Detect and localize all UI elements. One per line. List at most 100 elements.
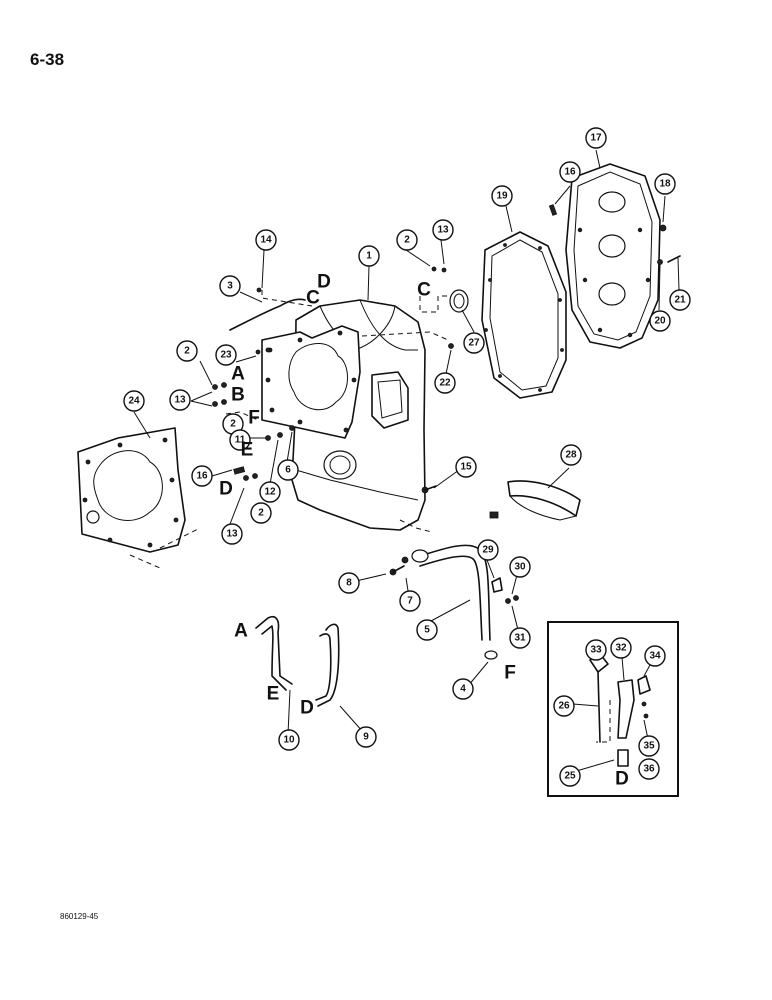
callout-35: 35 — [638, 735, 660, 757]
letter-A: A — [231, 364, 245, 385]
callout-25: 25 — [559, 765, 581, 787]
callout-4: 4 — [452, 678, 474, 700]
letter-D: D — [317, 272, 331, 293]
svg-text:C: C — [306, 288, 320, 309]
callout-13: 13 — [432, 219, 454, 241]
svg-text:3: 3 — [227, 281, 233, 292]
callout-33: 33 — [585, 639, 607, 661]
svg-text:10: 10 — [283, 735, 295, 746]
drawing-code: 860129-45 — [60, 912, 99, 921]
svg-text:18: 18 — [659, 179, 671, 190]
svg-text:14: 14 — [260, 235, 272, 246]
svg-text:A: A — [231, 364, 245, 385]
svg-text:26: 26 — [558, 701, 570, 712]
callout-24: 24 — [123, 390, 145, 412]
callout-9: 9 — [355, 726, 377, 748]
svg-text:A: A — [234, 621, 248, 642]
callout-19: 19 — [491, 185, 513, 207]
callout-11: 11 — [229, 429, 251, 451]
callout-17: 17 — [585, 127, 607, 149]
svg-text:F: F — [504, 663, 516, 684]
svg-text:16: 16 — [564, 167, 576, 178]
svg-text:22: 22 — [439, 378, 451, 389]
svg-text:D: D — [317, 272, 331, 293]
letter-B: B — [231, 385, 245, 406]
svg-text:13: 13 — [174, 395, 186, 406]
callout-16: 16 — [191, 465, 213, 487]
callout-29: 29 — [477, 539, 499, 561]
letter-F: F — [248, 408, 260, 429]
svg-text:1: 1 — [366, 251, 372, 262]
svg-text:11: 11 — [235, 435, 246, 446]
callout-20: 20 — [649, 310, 671, 332]
svg-text:E: E — [267, 684, 280, 705]
callout-31: 31 — [509, 627, 531, 649]
svg-text:E: E — [241, 440, 254, 461]
svg-text:34: 34 — [649, 651, 661, 662]
tube-9 — [315, 623, 340, 707]
callout-34: 34 — [644, 645, 666, 667]
callout-13: 13 — [221, 523, 243, 545]
inset-box — [547, 621, 679, 797]
svg-text:30: 30 — [514, 562, 526, 573]
callout-13: 13 — [169, 389, 191, 411]
svg-text:9: 9 — [363, 732, 369, 743]
callout-8: 8 — [338, 572, 360, 594]
callout-6: 6 — [277, 459, 299, 481]
callout-1: 1 — [358, 245, 380, 267]
tube-10 — [255, 616, 293, 691]
small-hardware — [212, 204, 681, 494]
svg-text:2: 2 — [184, 346, 190, 357]
svg-text:D: D — [300, 698, 314, 719]
callout-2: 2 — [176, 340, 198, 362]
svg-text:25: 25 — [564, 771, 576, 782]
svg-text:21: 21 — [674, 295, 686, 306]
callout-36: 36 — [638, 758, 660, 780]
svg-text:29: 29 — [482, 545, 494, 556]
callout-23: 23 — [215, 344, 237, 366]
svg-text:2: 2 — [258, 508, 264, 519]
svg-text:32: 32 — [615, 643, 627, 654]
rear-gasket — [481, 231, 567, 399]
callout-12: 12 — [259, 481, 281, 503]
letter-D: D — [300, 698, 314, 719]
letter-E: E — [267, 684, 280, 705]
svg-text:4: 4 — [460, 684, 466, 695]
svg-text:19: 19 — [496, 191, 508, 202]
half-ring-seal — [507, 480, 581, 521]
letter-C: C — [306, 288, 320, 309]
svg-text:16: 16 — [196, 471, 208, 482]
svg-text:13: 13 — [437, 225, 449, 236]
oil-tube-assembly — [389, 511, 519, 660]
svg-text:31: 31 — [514, 633, 526, 644]
svg-text:15: 15 — [460, 462, 472, 473]
svg-text:7: 7 — [407, 596, 413, 607]
callout-10: 10 — [278, 729, 300, 751]
svg-text:5: 5 — [424, 625, 430, 636]
callout-26: 26 — [553, 695, 575, 717]
callout-2: 2 — [250, 502, 272, 524]
svg-text:23: 23 — [220, 350, 232, 361]
svg-text:8: 8 — [346, 578, 352, 589]
svg-text:24: 24 — [128, 396, 140, 407]
letter-E: E — [241, 440, 254, 461]
callout-30: 30 — [509, 556, 531, 578]
svg-text:28: 28 — [565, 450, 577, 461]
callout-21: 21 — [669, 289, 691, 311]
callout-5: 5 — [416, 619, 438, 641]
callout-18: 18 — [654, 173, 676, 195]
svg-text:6: 6 — [285, 465, 291, 476]
svg-text:20: 20 — [654, 316, 666, 327]
svg-text:13: 13 — [226, 529, 238, 540]
page-number: 6-38 — [30, 50, 65, 69]
callout-16: 16 — [559, 161, 581, 183]
front-cover-plate — [77, 427, 201, 569]
callout-2: 2 — [396, 229, 418, 251]
svg-text:36: 36 — [643, 764, 655, 775]
front-face-plate — [261, 325, 361, 439]
callout-14: 14 — [255, 229, 277, 251]
svg-text:B: B — [231, 385, 245, 406]
letter-C: C — [417, 280, 431, 301]
svg-text:D: D — [219, 479, 233, 500]
svg-text:35: 35 — [643, 741, 655, 752]
